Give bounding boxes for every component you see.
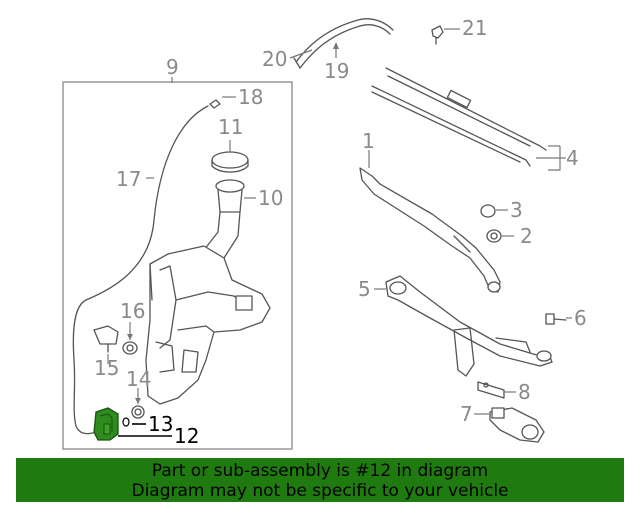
pump-filter [122,417,130,427]
callout-10: 10 [258,186,283,210]
reservoir-group-frame [62,81,293,450]
callout-20: 20 [262,47,287,71]
filler-cap [211,151,249,173]
level-sensor [93,325,119,353]
callout-11: 11 [218,115,243,139]
callout-1: 1 [362,129,375,153]
callout-15: 15 [94,356,119,380]
hose-clip [431,25,444,45]
callout-13: 13 [148,412,173,436]
notice-banner: Part or sub-assembly is #12 in diagram D… [16,458,624,502]
callout-12: 12 [174,424,199,448]
notice-line-disclaimer: Diagram may not be specific to your vehi… [131,481,509,501]
callout-6: 6 [574,306,587,330]
callout-14: 14 [126,367,151,391]
wiper-blades [371,67,547,167]
pump-grommet [122,341,138,355]
callout-18: 18 [238,85,263,109]
linkage-bolt [545,313,567,325]
washer-pump-highlighted [93,407,119,441]
callout-5: 5 [358,277,371,301]
callout-8: 8 [518,380,531,404]
washer-hose-pipe [293,18,394,69]
callout-3: 3 [510,198,523,222]
callout-16: 16 [120,299,145,323]
arm-cap [480,204,496,218]
filler-neck [203,179,245,259]
callout-2: 2 [520,224,533,248]
callout-9: 9 [166,55,179,79]
callout-17: 17 [116,167,141,191]
motor-bracket [477,381,505,399]
callout-19: 19 [324,59,349,83]
washer-reservoir [145,245,271,405]
arm-nut [486,229,502,243]
washer-hose [72,105,209,435]
pump-seal [131,405,145,419]
notice-line-part: Part or sub-assembly is #12 in diagram [151,461,489,481]
wiper-motor [489,407,545,443]
parts-diagram: 1 2 3 4 5 6 7 8 9 10 11 12 13 14 15 16 1… [62,16,587,450]
wiper-linkage [385,275,553,377]
callout-7: 7 [460,402,473,426]
hose-grommet [209,99,221,109]
wiper-arm [359,167,501,293]
callout-21: 21 [462,16,487,40]
callout-4: 4 [566,146,579,170]
